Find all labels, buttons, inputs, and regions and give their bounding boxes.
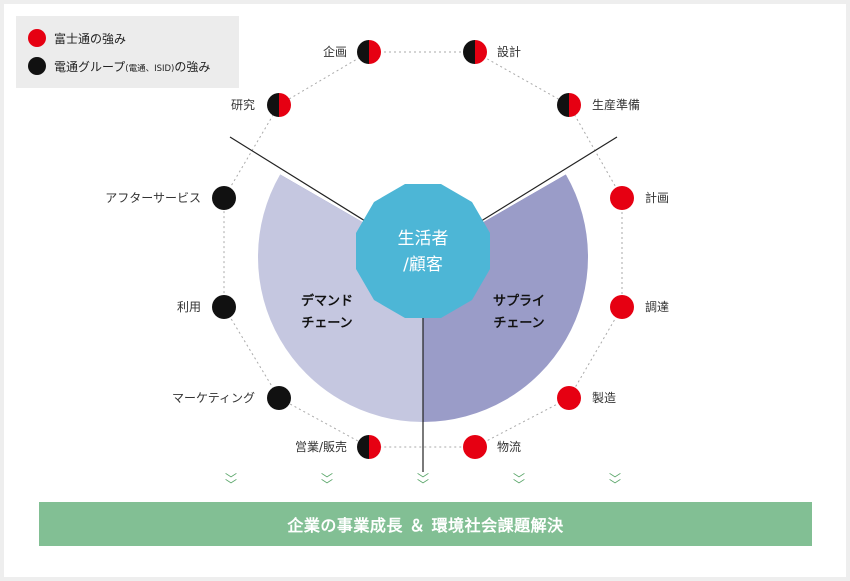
node-dentsu-icon <box>267 386 291 410</box>
node-label: 営業/販売 <box>294 440 347 454</box>
chevron-down-icon: ﹀﹀ <box>320 472 333 492</box>
chevron-down-icon: ﹀﹀ <box>416 472 429 492</box>
demand-chain-label: デマンド チェーン <box>300 294 353 331</box>
node-label: 利用 <box>176 300 201 314</box>
node-fujitsu-icon <box>610 186 634 210</box>
supply-chain-label: サプライ チェーン <box>492 294 545 331</box>
node-dentsu-icon <box>212 186 236 210</box>
chevron-down-icon: ﹀﹀ <box>512 472 525 492</box>
legend-item-dentsu: 電通グループ(電通、ISID)の強み <box>28 56 210 76</box>
node-label: 企画 <box>322 45 347 59</box>
legend-label-fujitsu: 富士通の強み <box>54 31 127 46</box>
node-fujitsu-icon <box>463 435 487 459</box>
customer-label: 生活者 /顧客 <box>397 229 449 275</box>
engineering-chain-label: エンジニアリング チェーン <box>370 124 475 161</box>
node-label: 調達 <box>645 300 670 314</box>
chevron-down-icon: ﹀﹀ <box>608 472 621 492</box>
node-label: 物流 <box>497 440 522 454</box>
legend-label-dentsu: 電通グループ(電通、ISID)の強み <box>54 59 211 74</box>
legend: 富士通の強み 電通グループ(電通、ISID)の強み <box>16 16 239 88</box>
node-label: アフターサービス <box>105 191 201 205</box>
legend-item-fujitsu: 富士通の強み <box>28 28 126 48</box>
node-both-icon <box>357 435 381 459</box>
node-fujitsu-icon <box>610 295 634 319</box>
node-both-icon <box>463 40 487 64</box>
red-dot-icon <box>28 29 46 47</box>
node-label: 生産準備 <box>592 98 641 112</box>
node-label: 研究 <box>230 98 255 112</box>
node-label: 計画 <box>645 191 670 205</box>
outcome-banner: 企業の事業成長 ＆ 環境社会課題解決 <box>39 502 812 546</box>
node-both-icon <box>557 93 581 117</box>
node-both-icon <box>357 40 381 64</box>
black-dot-icon <box>28 57 46 75</box>
node-fujitsu-icon <box>557 386 581 410</box>
node-label: 設計 <box>497 45 522 59</box>
node-dentsu-icon <box>212 295 236 319</box>
node-label: 製造 <box>592 391 617 405</box>
chevron-down-icon: ﹀﹀ <box>224 472 237 492</box>
node-label: マーケティング <box>171 391 255 405</box>
customer-center-shape <box>356 184 490 318</box>
node-both-icon <box>267 93 291 117</box>
